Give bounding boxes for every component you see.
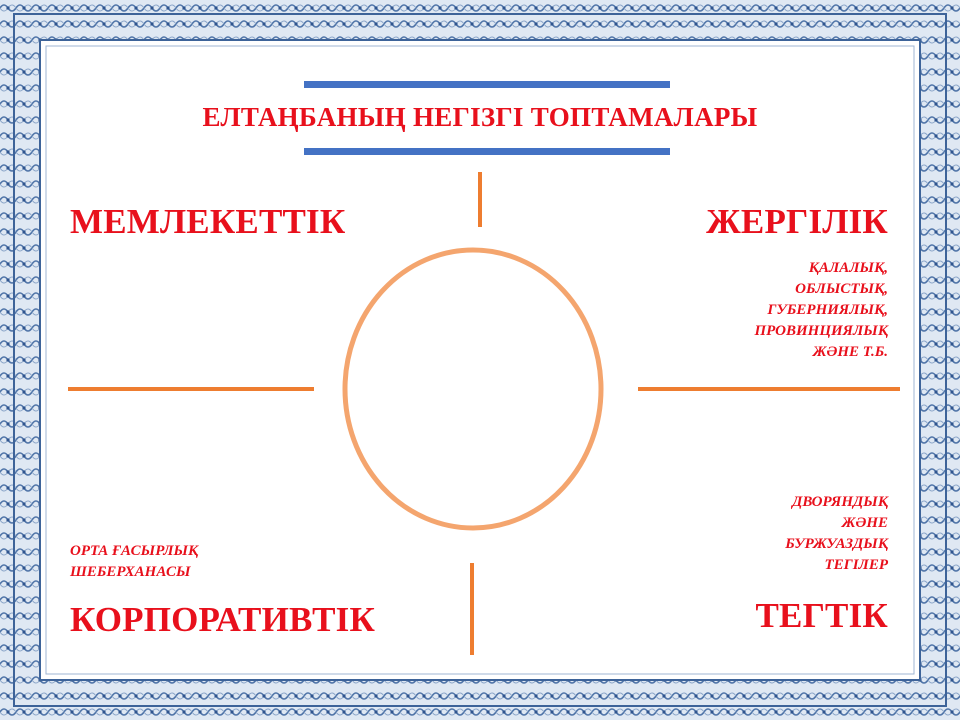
- connector-right: [638, 387, 900, 391]
- local-example: ОБЛЫСТЫҚ,: [795, 281, 888, 297]
- local-example: ПРОВИНЦИЯЛЫҚ: [754, 323, 888, 339]
- family-example: ЖӘНЕ: [841, 515, 888, 531]
- center-circle: [342, 247, 604, 531]
- category-local: ЖЕРГІЛІК: [706, 202, 888, 241]
- connector-left: [68, 387, 314, 391]
- connector-bottom: [470, 563, 474, 655]
- corporate-example: ШЕБЕРХАНАСЫ: [70, 564, 191, 580]
- slide-title: ЕЛТАҢБАНЫҢ НЕГІЗГІ ТОПТАМАЛАРЫ: [202, 102, 758, 132]
- family-example: БУРЖУАЗДЫҚ: [785, 536, 888, 552]
- title-bar-bottom: [304, 148, 670, 155]
- local-example: ГУБЕРНИЯЛЫҚ,: [767, 302, 888, 318]
- family-examples: ДВОРЯНДЫҚ ЖӘНЕ БУРЖУАЗДЫҚ ТЕГІЛЕР: [785, 492, 888, 576]
- connector-top: [478, 172, 482, 227]
- category-family: ТЕГТІК: [755, 596, 888, 635]
- local-examples: ҚАЛАЛЫҚ, ОБЛЫСТЫҚ, ГУБЕРНИЯЛЫҚ, ПРОВИНЦИ…: [755, 258, 888, 363]
- corporate-examples: ОРТА ҒАСЫРЛЫҚ ШЕБЕРХАНАСЫ: [70, 541, 198, 583]
- local-example: ЖӘНЕ Т.Б.: [812, 344, 888, 360]
- local-example: ҚАЛАЛЫҚ,: [808, 260, 888, 276]
- family-example: ТЕГІЛЕР: [824, 557, 888, 573]
- category-corporate: КОРПОРАТИВТІК: [70, 600, 376, 639]
- title-bar-top: [304, 81, 670, 88]
- corporate-example: ОРТА ҒАСЫРЛЫҚ: [70, 543, 199, 559]
- family-example: ДВОРЯНДЫҚ: [792, 494, 888, 510]
- category-state: МЕМЛЕКЕТТІК: [70, 202, 346, 241]
